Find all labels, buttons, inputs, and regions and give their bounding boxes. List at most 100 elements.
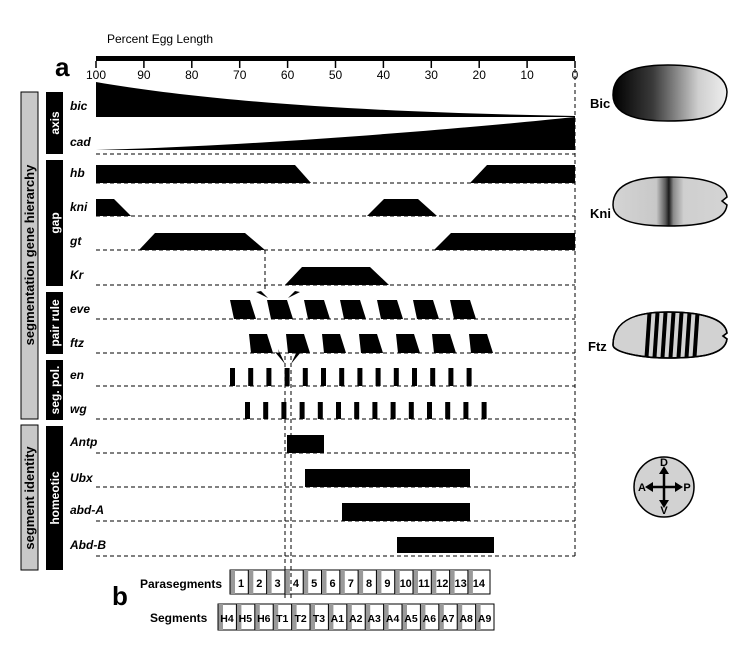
parasegment-boundary xyxy=(230,570,235,594)
embryo-ftz-stripes xyxy=(644,312,700,358)
compass-posterior: P xyxy=(683,482,690,494)
parasegment-boundary xyxy=(394,570,400,594)
gt-domain xyxy=(139,233,265,250)
segment-name: A3 xyxy=(367,613,381,625)
segment-boundary xyxy=(328,604,334,630)
parasegment-number: 5 xyxy=(311,578,317,590)
en-stripe xyxy=(302,368,308,386)
parasegment-boundary xyxy=(248,570,254,594)
gene-label-cad: cad xyxy=(70,135,91,149)
parasegment-number: 10 xyxy=(400,578,412,590)
embryo-kni-shape xyxy=(612,176,728,227)
arrowhead-icon xyxy=(291,349,301,364)
axis-tick-label: 100 xyxy=(86,68,106,82)
parasegment-boundary xyxy=(431,570,437,594)
hb-domain xyxy=(96,165,311,183)
axis-tick-label: 60 xyxy=(281,68,295,82)
segment-name: H6 xyxy=(257,613,271,625)
wg-stripe xyxy=(354,402,360,419)
parasegment-number: 12 xyxy=(436,578,448,590)
embryo-bic: Bic xyxy=(590,64,728,122)
parasegment-boundary xyxy=(284,570,290,594)
segment-name: H4 xyxy=(220,613,234,625)
gene-label-en: en xyxy=(70,368,84,382)
gene-label-gt: gt xyxy=(69,234,82,248)
ftz-embryo-stripe xyxy=(644,312,652,358)
hierarchy-main-box xyxy=(20,91,39,420)
class-gap-label: gap xyxy=(48,212,62,233)
class-seg-pol-box xyxy=(46,360,63,420)
segment-name: A4 xyxy=(386,613,400,625)
wg-stripe xyxy=(336,402,341,419)
embryo-bic-label: Bic xyxy=(590,96,610,111)
gene-label-Abd-B: Abd-B xyxy=(69,538,106,552)
gene-class-column: axis gap pair rule seg. pol. homeotic xyxy=(46,92,63,570)
parasegment-number: 8 xyxy=(366,578,372,590)
expression-profiles xyxy=(96,82,575,553)
segment-boundary xyxy=(475,604,481,630)
parasegment-number: 7 xyxy=(348,578,354,590)
en-stripe xyxy=(448,368,454,386)
panel-b-label: b xyxy=(112,581,128,611)
parasegment-boundary xyxy=(358,570,364,594)
gt-domain xyxy=(434,233,575,250)
en-stripe xyxy=(248,368,254,386)
segment-boundary xyxy=(346,604,352,630)
gene-label-hb: hb xyxy=(70,166,85,180)
cad-gradient-profile xyxy=(96,117,575,150)
gene-label-Antp: Antp xyxy=(69,435,97,449)
en-stripe xyxy=(412,368,417,386)
segment-name: A7 xyxy=(441,613,455,625)
parasegment-boundary xyxy=(376,570,382,594)
wg-stripe xyxy=(463,402,469,419)
axis-tick-label: 50 xyxy=(329,68,343,82)
Abd-B-domain xyxy=(397,537,494,553)
eve-stripe xyxy=(304,300,330,319)
parasegment-boundary xyxy=(266,570,272,594)
segments-label: Segments xyxy=(150,611,208,625)
gene-label-kni: kni xyxy=(70,200,88,214)
eve-stripe xyxy=(450,300,476,319)
embryo-ftz-label: Ftz xyxy=(588,339,607,354)
Kr-domain xyxy=(285,267,389,285)
segment-name: H5 xyxy=(239,613,253,625)
parasegment-number: 3 xyxy=(275,578,281,590)
parasegment-boundary xyxy=(303,570,309,594)
segment-name: A5 xyxy=(404,613,418,625)
hierarchy-main-label: segmentation gene hierarchy xyxy=(22,164,37,345)
arrowhead-icon xyxy=(288,288,300,298)
wg-stripes xyxy=(245,402,487,419)
wg-stripe xyxy=(427,402,432,419)
arrowhead-icon xyxy=(256,288,268,298)
gene-label-Ubx: Ubx xyxy=(70,471,94,485)
parasegment-number: 13 xyxy=(454,578,466,590)
gene-label-ftz: ftz xyxy=(70,336,84,350)
orientation-compass: D V A P xyxy=(633,456,695,518)
parasegment-number: 14 xyxy=(473,578,486,590)
Ubx-domain xyxy=(305,469,470,487)
parasegment-number: 2 xyxy=(256,578,262,590)
segment-boundary xyxy=(420,604,426,630)
ftz-embryo-stripe xyxy=(676,312,684,358)
en-stripe xyxy=(266,368,272,386)
segment-boundary xyxy=(291,604,297,630)
kni-domain xyxy=(367,199,437,216)
segment-boundary xyxy=(273,604,279,630)
eve-stripe xyxy=(267,300,293,319)
wg-stripe xyxy=(281,402,287,419)
gene-label-eve: eve xyxy=(70,302,90,316)
segment-boundary xyxy=(310,604,315,630)
eve-stripe xyxy=(230,300,256,319)
en-stripe xyxy=(321,368,326,386)
ftz-stripe xyxy=(322,334,346,353)
embryo-bic-shape xyxy=(612,64,728,122)
class-homeotic-box xyxy=(46,426,63,570)
axis-tick-label: 80 xyxy=(185,68,199,82)
class-seg-pol-label: seg. pol. xyxy=(48,366,62,415)
parasegment-boundary xyxy=(321,570,327,594)
